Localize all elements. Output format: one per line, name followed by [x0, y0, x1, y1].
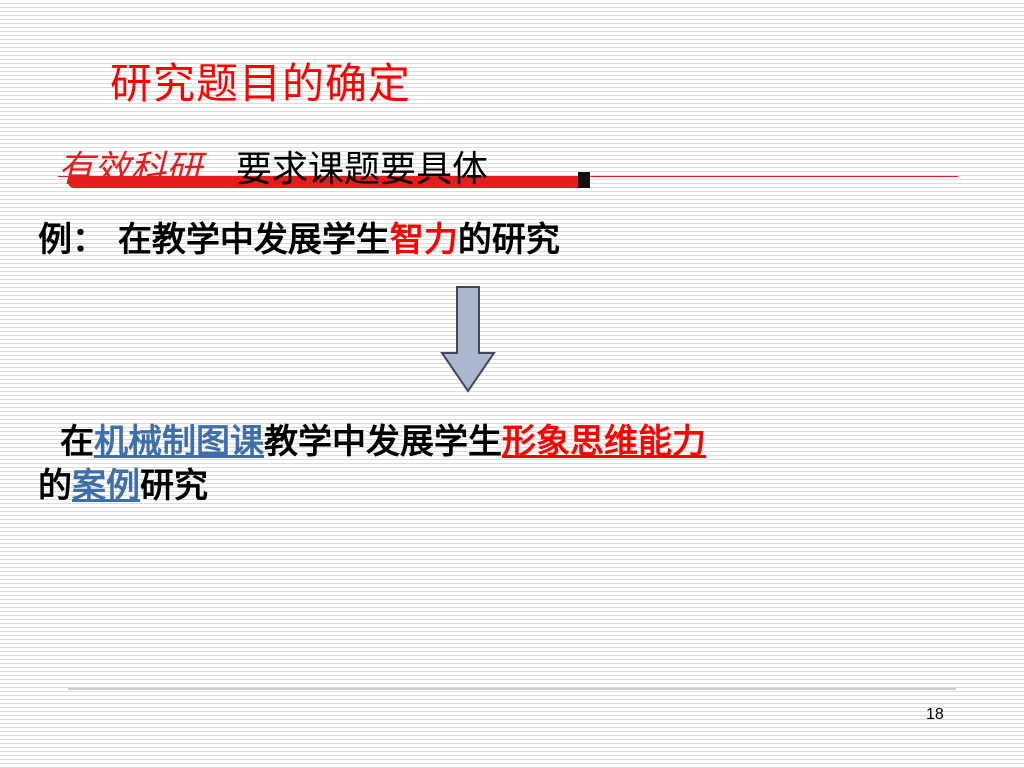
example-suffix: 的研究 — [457, 220, 560, 260]
footer-divider — [68, 688, 956, 690]
subtitle-row: 有效科研 要求课题要具体 — [58, 140, 958, 190]
result-part-1: 在 — [60, 422, 94, 462]
result-part-2: 教学中发展学生 — [264, 422, 502, 462]
result-keyword-case: 案例 — [72, 466, 140, 506]
result-keyword-ability: 形象思维能力 — [502, 422, 706, 462]
subtitle-underline-thick — [68, 176, 588, 188]
result-keyword-course: 机械制图课 — [94, 422, 264, 462]
subtitle-underline-cap — [578, 172, 590, 188]
page-number: 18 — [926, 706, 944, 723]
down-arrow-icon — [440, 286, 496, 393]
example-line: 例： 在教学中发展学生智力的研究 — [38, 212, 560, 261]
subtitle-text: 要求课题要具体 — [236, 149, 489, 190]
subtitle-emphasis: 有效科研 — [58, 149, 203, 190]
result-line: 在机械制图课教学中发展学生形象思维能力的案例研究 — [38, 420, 958, 508]
example-prefix: 例： 在教学中发展学生 — [38, 220, 390, 260]
slide-title: 研究题目的确定 — [110, 59, 412, 108]
result-part-4: 研究 — [140, 466, 208, 506]
example-highlight: 智力 — [389, 220, 458, 260]
result-part-3: 的 — [38, 466, 72, 506]
